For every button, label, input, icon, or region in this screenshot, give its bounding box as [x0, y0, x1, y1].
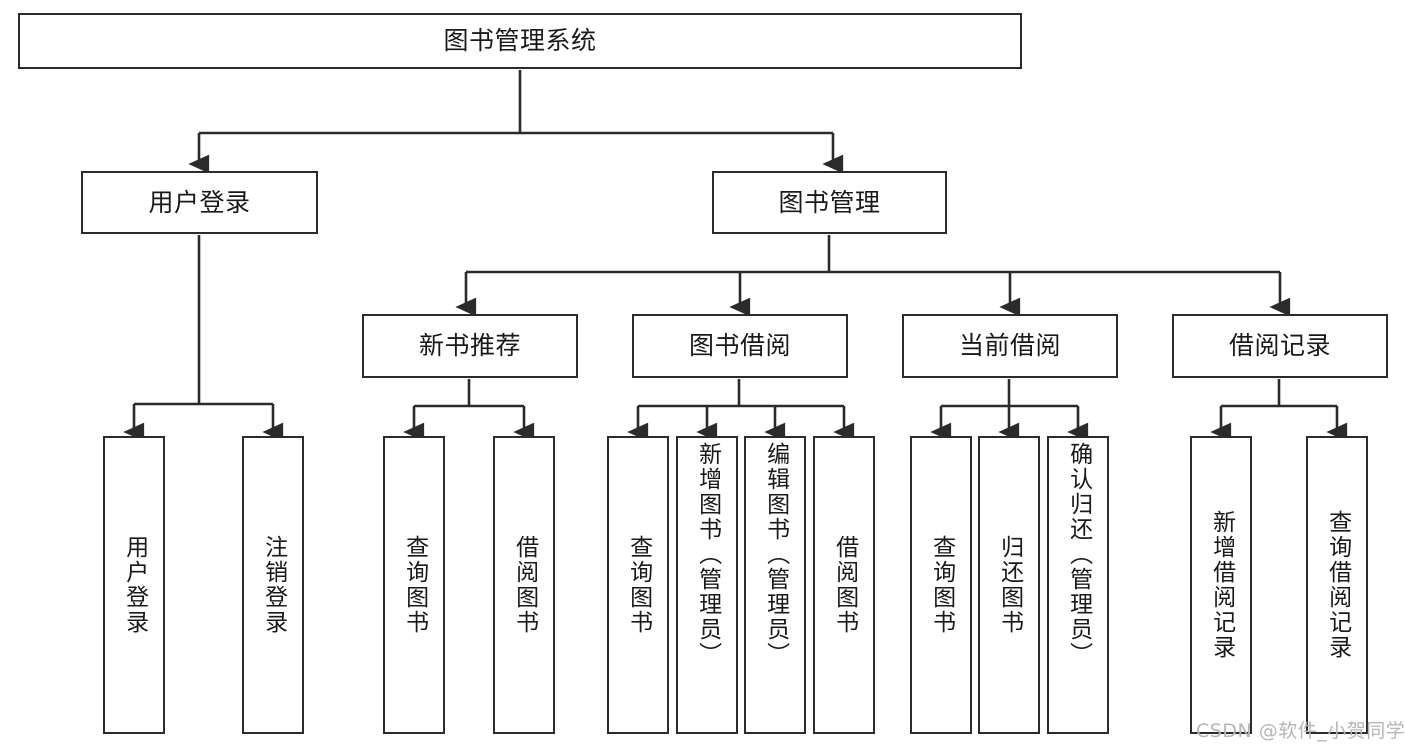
- leaf-return-book-label: 归还图书: [996, 535, 1023, 635]
- leaf-user-login-label: 用户登录: [121, 535, 148, 635]
- leaf-borrow-book-recommend-label: 借阅图书: [511, 535, 538, 635]
- leaf-add-book-admin-label: 新增图书（管理员）: [694, 442, 721, 667]
- leaf-confirm-return-admin-label: 确认归还（管理员）: [1065, 442, 1092, 667]
- node-borrow-records-label: 借阅记录: [1228, 331, 1331, 361]
- node-user-login[interactable]: 用户登录: [81, 171, 318, 234]
- node-current-borrow[interactable]: 当前借阅: [902, 314, 1118, 378]
- leaf-borrow-book-recommend[interactable]: 借阅图书: [493, 436, 555, 734]
- node-root-label: 图书管理系统: [443, 26, 597, 56]
- leaf-query-book-borrow-label: 查询图书: [625, 535, 652, 635]
- node-book-management[interactable]: 图书管理: [712, 171, 947, 234]
- node-new-book-recommend-label: 新书推荐: [418, 331, 521, 361]
- leaf-query-borrow-record-label: 查询借阅记录: [1324, 510, 1351, 660]
- node-book-borrow-label: 图书借阅: [688, 331, 791, 361]
- node-book-management-label: 图书管理: [778, 187, 881, 217]
- leaf-logout-label: 注销登录: [260, 535, 287, 635]
- leaf-borrow-book[interactable]: 借阅图书: [813, 436, 875, 734]
- leaf-add-borrow-record-label: 新增借阅记录: [1208, 510, 1235, 660]
- node-user-login-label: 用户登录: [148, 187, 251, 217]
- node-current-borrow-label: 当前借阅: [958, 331, 1061, 361]
- leaf-add-borrow-record[interactable]: 新增借阅记录: [1190, 436, 1252, 734]
- leaf-add-book-admin[interactable]: 新增图书（管理员）: [676, 436, 738, 734]
- leaf-query-book-current-label: 查询图书: [928, 535, 955, 635]
- leaf-query-book-recommend[interactable]: 查询图书: [383, 436, 445, 734]
- leaf-query-borrow-record[interactable]: 查询借阅记录: [1306, 436, 1368, 734]
- leaf-query-book-borrow[interactable]: 查询图书: [607, 436, 669, 734]
- leaf-edit-book-admin-label: 编辑图书（管理员）: [762, 442, 789, 667]
- leaf-query-book-recommend-label: 查询图书: [401, 535, 428, 635]
- leaf-borrow-book-label: 借阅图书: [831, 535, 858, 635]
- leaf-confirm-return-admin[interactable]: 确认归还（管理员）: [1047, 436, 1109, 734]
- leaf-return-book[interactable]: 归还图书: [978, 436, 1040, 734]
- leaf-edit-book-admin[interactable]: 编辑图书（管理员）: [744, 436, 806, 734]
- leaf-user-login[interactable]: 用户登录: [103, 436, 165, 734]
- leaf-query-book-current[interactable]: 查询图书: [910, 436, 972, 734]
- csdn-watermark: CSDN @软件_小贺同学: [1196, 720, 1405, 742]
- node-borrow-records[interactable]: 借阅记录: [1172, 314, 1388, 378]
- node-root[interactable]: 图书管理系统: [18, 13, 1022, 69]
- node-new-book-recommend[interactable]: 新书推荐: [362, 314, 578, 378]
- leaf-logout[interactable]: 注销登录: [242, 436, 304, 734]
- node-book-borrow[interactable]: 图书借阅: [632, 314, 848, 378]
